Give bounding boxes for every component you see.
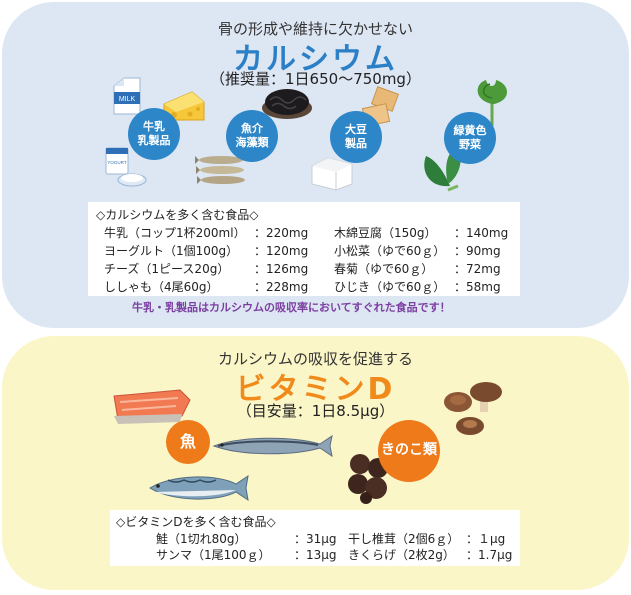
calcium-goal: （推奨量：1日650〜750mg） xyxy=(210,70,421,88)
category-mushrooms: きのこ類 xyxy=(378,420,440,482)
row-value: ：140mg xyxy=(454,226,509,240)
category-vegetables: 緑黄色 野菜 xyxy=(444,112,496,164)
calcium-table-heading: ◇カルシウムを多く含む食品◇ xyxy=(96,208,259,222)
row-food: 牛乳（コップ1杯200ml） xyxy=(104,226,246,240)
calcium-row-left-2: ヨーグルト（1個100g） ：120mg xyxy=(104,242,308,259)
row-food: 鮭（1切れ80g） xyxy=(156,532,247,546)
calcium-row-right-3: 春菊（ゆで60ｇ） ：72mg xyxy=(334,260,501,277)
category-fish: 魚 xyxy=(166,420,210,464)
row-value: ：31μg xyxy=(294,532,337,546)
milk-carton-illustration: MILK xyxy=(113,77,141,115)
sanma-illustration xyxy=(212,434,333,458)
category-vegetables-label: 緑黄色 野菜 xyxy=(453,124,487,151)
row-food: ししゃも（4尾60g） xyxy=(104,280,219,294)
row-value: ：90mg xyxy=(454,244,501,258)
kikurage-illustration xyxy=(348,454,388,504)
row-value: ：220mg xyxy=(254,226,309,240)
row-value: ：120mg xyxy=(254,244,309,258)
vitamin-d-title: ビタミンD xyxy=(235,372,396,407)
salmon-illustration xyxy=(113,389,191,424)
row-food: 干し椎茸（2個6ｇ） xyxy=(348,532,460,546)
vitamin-d-food-table xyxy=(110,510,520,566)
row-food: サンマ（1尾100ｇ） xyxy=(156,548,271,562)
category-fish-label: 魚 xyxy=(179,432,196,451)
row-value: ：72mg xyxy=(454,262,501,276)
row-value: ：１μg xyxy=(466,532,506,546)
calcium-row-left-1: 牛乳（コップ1杯200ml） ：220mg xyxy=(104,224,308,241)
yogurt-illustration: YOGURT xyxy=(105,147,147,187)
row-food: 木綿豆腐（150g） xyxy=(334,226,437,240)
vitamin-d-table-heading: ◇ビタミンDを多く含む食品◇ xyxy=(116,515,276,529)
calcium-row-right-4: ひじき（ゆで60ｇ） ：58mg xyxy=(334,278,501,295)
calcium-row-right-1: 木綿豆腐（150g） ：140mg xyxy=(334,224,508,241)
category-seafood: 魚介 海藻類 xyxy=(226,110,278,162)
category-dairy-label: 牛乳 乳製品 xyxy=(137,120,171,147)
vitd-row-right-1: 干し椎茸（2個6ｇ） ：１μg xyxy=(348,530,505,547)
category-soy-label: 大豆 製品 xyxy=(345,123,367,150)
shiitake-illustration xyxy=(444,382,502,435)
row-value: ：126mg xyxy=(254,262,309,276)
category-soy: 大豆 製品 xyxy=(330,111,382,163)
row-food: きくらげ（2枚2g） xyxy=(348,548,455,562)
shishamo-illustration xyxy=(195,156,245,184)
calcium-subtitle: 骨の形成や維持に欠かせない xyxy=(217,20,413,38)
row-value: ：58mg xyxy=(454,280,501,294)
yogurt-label: YOGURT xyxy=(107,160,126,165)
hijiki-illustration xyxy=(262,89,312,119)
calcium-row-right-2: 小松菜（ゆで60ｇ） ：90mg xyxy=(334,242,501,259)
category-dairy: 牛乳 乳製品 xyxy=(128,108,180,160)
vitd-row-right-2: きくらげ（2枚2g） ：1.7μg xyxy=(348,546,512,563)
row-food: 春菊（ゆで60ｇ） xyxy=(334,262,434,276)
calcium-title: カルシウム xyxy=(233,42,398,77)
category-seafood-label: 魚介 海藻類 xyxy=(235,122,269,149)
row-value: ：1.7μg xyxy=(466,548,513,562)
row-food: 小松菜（ゆで60ｇ） xyxy=(334,244,446,258)
leafy-greens-illustration xyxy=(477,80,507,126)
dairy-absorption-note: 牛乳・乳製品はカルシウムの吸収率においてすぐれた食品です！ xyxy=(132,301,451,314)
vitamin-d-goal: （目安量：1日8.5μg） xyxy=(236,402,395,420)
tofu-illustration xyxy=(311,157,353,191)
calcium-food-table xyxy=(88,202,520,296)
calcium-row-left-3: チーズ（1ピース20g） ：126mg xyxy=(104,260,308,277)
row-value: ：13μg xyxy=(294,548,337,562)
milk-label: MILK xyxy=(119,96,136,103)
row-food: チーズ（1ピース20g） xyxy=(104,262,230,276)
row-food: ひじき（ゆで60ｇ） xyxy=(334,280,446,294)
category-mushrooms-label: きのこ類 xyxy=(381,442,437,459)
vitd-row-left-2: サンマ（1尾100ｇ） ：13μg xyxy=(156,546,337,563)
mackerel-illustration xyxy=(149,474,249,502)
vitamin-d-subtitle: カルシウムの吸収を促進する xyxy=(217,350,413,368)
vitd-row-left-1: 鮭（1切れ80g） ：31μg xyxy=(156,530,337,547)
row-food: ヨーグルト（1個100g） xyxy=(104,244,239,258)
cheese-illustration xyxy=(163,91,205,121)
row-value: ：228mg xyxy=(254,280,309,294)
calcium-row-left-4: ししゃも（4尾60g） ：228mg xyxy=(104,278,308,295)
